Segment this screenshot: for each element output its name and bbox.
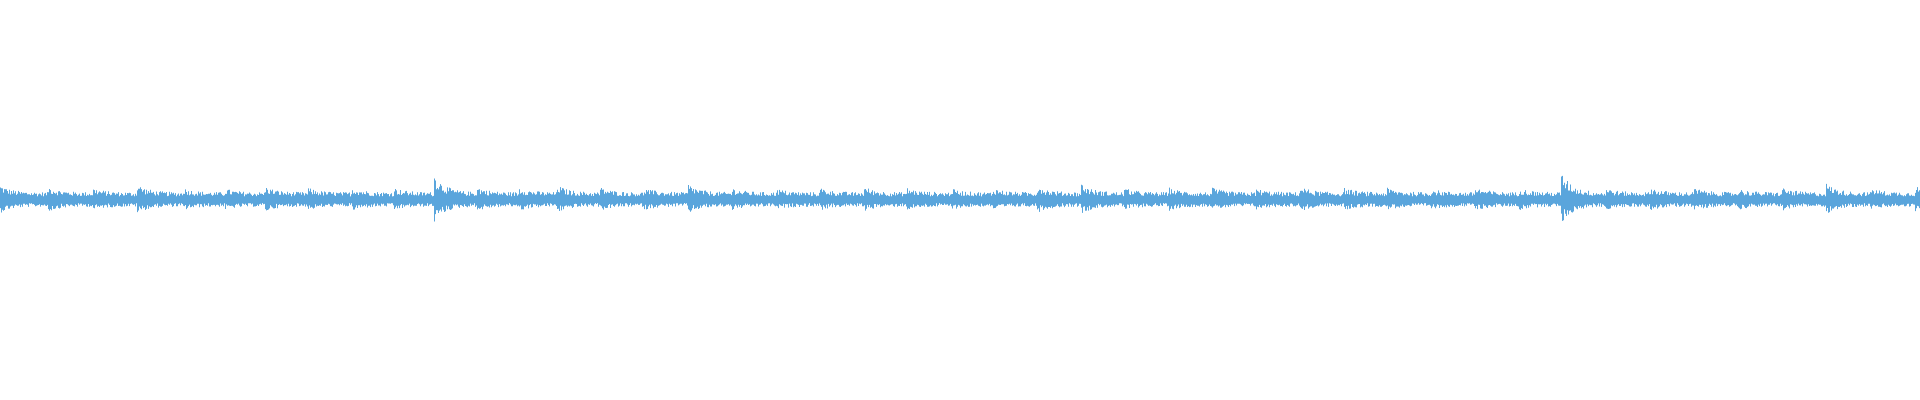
waveform-bars <box>0 175 1920 222</box>
waveform-trace <box>0 175 1920 222</box>
